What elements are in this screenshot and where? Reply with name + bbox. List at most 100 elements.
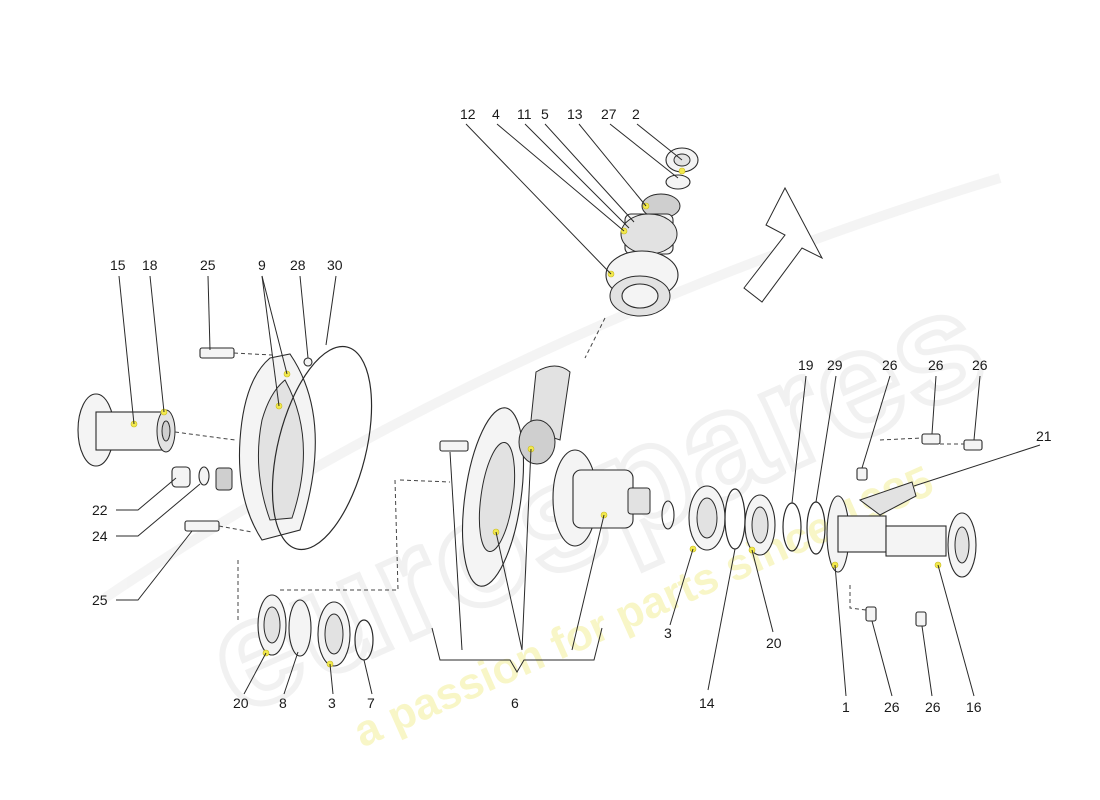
washer-28 [303, 357, 313, 367]
leader-15 [118, 275, 135, 425]
leader-27 [609, 123, 679, 179]
marker-dot [678, 167, 686, 175]
callout-12: 12 [460, 106, 476, 122]
leader-20b [751, 549, 774, 633]
guide-line [233, 352, 273, 356]
leader-8 [283, 651, 299, 695]
leader-13 [578, 123, 647, 207]
callout-14: 14 [699, 695, 715, 711]
guide-line [584, 317, 606, 359]
leader-26d [871, 620, 893, 697]
watermark-swoosh [102, 173, 1002, 603]
leader-3b [669, 548, 694, 626]
seal-18-bore [161, 420, 171, 442]
callout-8: 8 [279, 695, 287, 711]
leader-22 [116, 477, 177, 511]
leader-9a [261, 275, 280, 407]
leader-25a [207, 275, 211, 351]
differential-assembly-6 [278, 365, 651, 591]
callout-26-e: 26 [925, 699, 941, 715]
output-housing-right [826, 433, 983, 627]
circlip-right [661, 500, 675, 530]
callout-18: 18 [142, 257, 158, 273]
leader-6a [449, 451, 463, 651]
direction-arrow [743, 186, 824, 303]
callout-24: 24 [92, 528, 108, 544]
leader-9b [261, 275, 288, 375]
leader-19 [791, 375, 807, 504]
flange-16-shaft [885, 525, 947, 557]
leader-20a [243, 652, 267, 695]
bevel-gear [518, 419, 556, 465]
guide-line [849, 585, 867, 611]
callout-9: 9 [258, 257, 266, 273]
washer-27 [665, 174, 691, 190]
callout-22: 22 [92, 502, 108, 518]
callout-6: 6 [511, 695, 519, 711]
screw-plug [215, 467, 233, 491]
callout-25-top: 25 [200, 257, 216, 273]
leader-16 [937, 564, 975, 697]
leader-18 [149, 275, 165, 413]
flange-15-shaft [95, 411, 167, 451]
leader-6d [571, 514, 605, 651]
pinion-assembly [584, 147, 699, 359]
callout-29: 29 [827, 357, 843, 373]
leader-25b [116, 530, 193, 601]
bolt-26-d [915, 611, 927, 627]
guide-line [399, 479, 451, 483]
leader-1 [834, 564, 847, 697]
callout-20-left: 20 [233, 695, 249, 711]
bolt-25-top [199, 347, 235, 359]
bearing-set-right [661, 485, 826, 556]
leader-6b [495, 531, 523, 651]
leader-7 [363, 659, 373, 695]
gear-11 [620, 213, 678, 255]
leader-28 [299, 275, 309, 359]
bolt-26-a [921, 433, 941, 445]
flange-16-bore [954, 526, 970, 564]
bracket-21 [858, 481, 917, 516]
leader-26e [921, 625, 933, 697]
shim-8 [288, 599, 312, 657]
guide-line [879, 437, 923, 441]
bearing-3-right-bore [696, 497, 718, 539]
callout-4: 4 [492, 106, 500, 122]
callout-labels: 12 4 11 5 13 27 2 15 18 25 9 28 30 19 29… [92, 106, 1052, 715]
callout-15: 15 [110, 257, 126, 273]
leader-12 [465, 123, 612, 275]
oring-24 [198, 466, 210, 486]
output-flange-left [77, 393, 236, 467]
callout-13: 13 [567, 106, 583, 122]
callout-26-c: 26 [972, 357, 988, 373]
diff-case-hub [627, 487, 651, 515]
leader-21 [913, 444, 1041, 487]
plug-assembly [171, 466, 233, 491]
bolt-6 [439, 440, 469, 452]
callout-19: 19 [798, 357, 814, 373]
bearing-20-left-bore [263, 606, 281, 644]
callout-26-d: 26 [884, 699, 900, 715]
group-bracket-6 [431, 627, 603, 673]
leader-30 [325, 275, 337, 346]
leader-6c [521, 448, 532, 651]
leader-26c [973, 375, 981, 441]
bearing-3-left-bore [324, 613, 344, 655]
bearing-12-bore [621, 283, 659, 309]
housing-1-body [837, 515, 887, 553]
bearing-set-left [237, 560, 374, 668]
bolt-26-c [865, 606, 877, 622]
callout-2: 2 [632, 106, 640, 122]
leader-3a [329, 663, 334, 695]
callout-5: 5 [541, 106, 549, 122]
bolts-25 [184, 347, 313, 533]
bolt-26-b [963, 439, 983, 451]
bearing-20-right-bore [751, 506, 769, 544]
bolt-25-bottom [184, 520, 220, 532]
plug-22 [171, 466, 191, 488]
leader-26b [931, 375, 937, 435]
callout-3-left: 3 [328, 695, 336, 711]
callout-16: 16 [966, 699, 982, 715]
leader-29 [815, 375, 837, 503]
callout-21: 21 [1036, 428, 1052, 444]
